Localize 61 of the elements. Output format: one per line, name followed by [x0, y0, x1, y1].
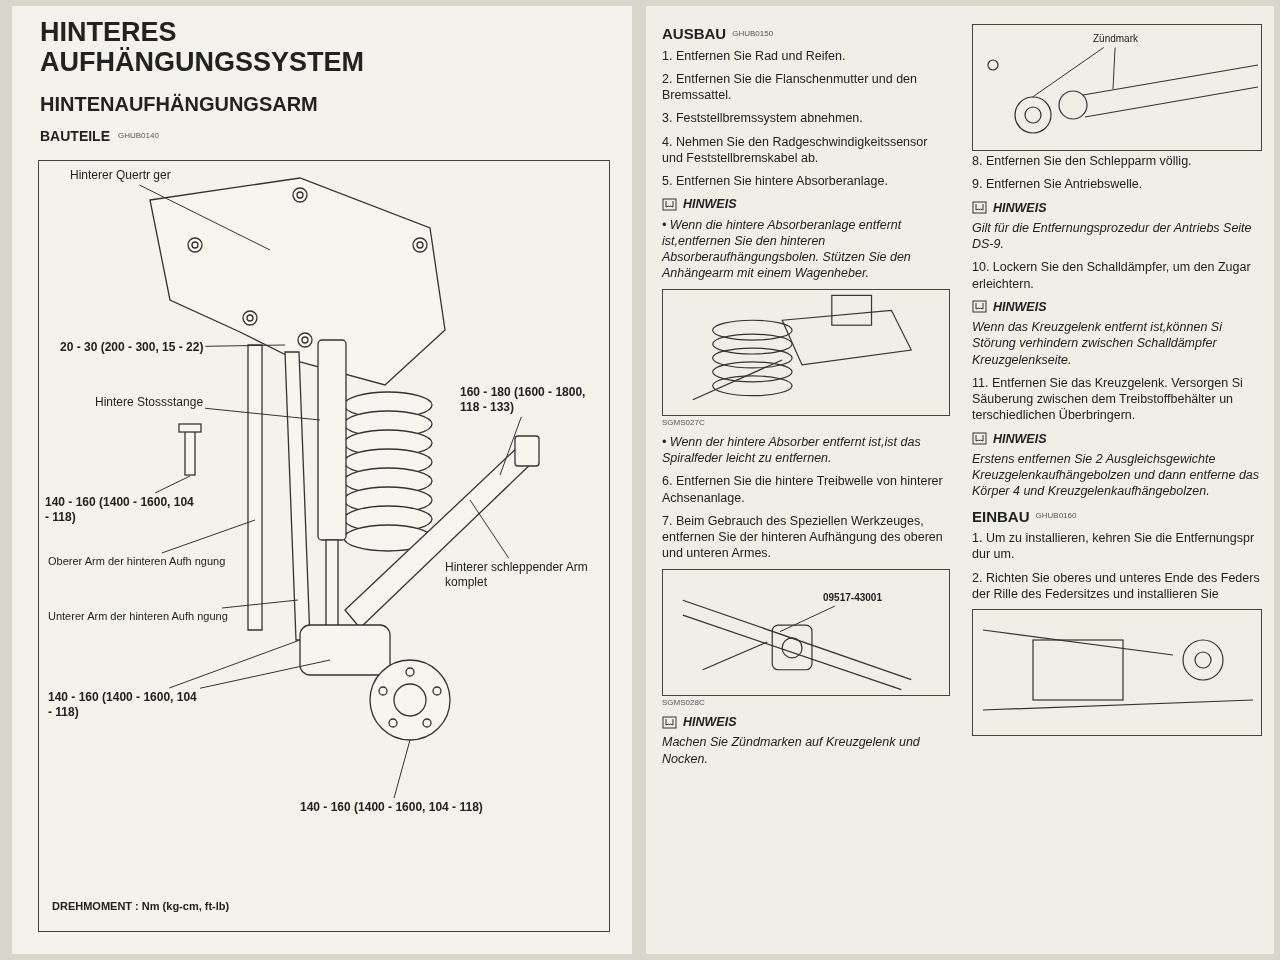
- part-label: Hinterer schleppender Arm komplet: [445, 560, 595, 590]
- instruction-step: 8. Entfernen Sie den Schlepparm völlig.: [972, 153, 1262, 170]
- part-label: Unterer Arm der hinteren Aufh ngung: [48, 610, 228, 624]
- torque-label: 140 - 160 (1400 - 1600, 104 - 118): [300, 800, 483, 815]
- instruction-step: 2. Entfernen Sie die Flanschenmutter und den Bremssattel.: [662, 70, 950, 104]
- note-heading: HINWEIS: [993, 430, 1047, 447]
- leader-line: [221, 599, 299, 609]
- torque-label: 160 - 180 (1600 - 1800, 118 - 133): [460, 385, 595, 415]
- note-heading: HINWEIS: [683, 196, 737, 213]
- leader-line: [204, 344, 286, 347]
- instruction-step: 1. Um zu installieren, kehren Sie die Entfernungspr dur um.: [972, 530, 1262, 563]
- leader-line: [1031, 47, 1105, 98]
- note-heading: HINWEIS: [993, 298, 1047, 315]
- part-label: Hintere Stossstange: [95, 395, 204, 410]
- note-heading: HINWEIS: [683, 714, 737, 731]
- note-text: Erstens entfernen Sie 2 Ausgleichsgewichte Kreuzgelenkaufhängebolzen und dann entferne das Körper 4 und Kreuzgelenkaufhängebolzen.: [972, 450, 1261, 500]
- instruction-step: 3. Feststellbremssystem abnehmen.: [662, 110, 950, 127]
- leader-line: [469, 499, 510, 559]
- page-title: HINTERES AUFHÄNGUNGSSYSTEM: [40, 18, 365, 78]
- section-code: GHUB0140: [118, 131, 159, 141]
- section-heading: HINTENAUFHÄNGUNGSARM: [40, 92, 318, 117]
- part-label: Zündmark: [1093, 33, 1138, 46]
- section-code: GHUB0160: [1035, 511, 1077, 522]
- instruction-step: 9. Entfernen Sie Antriebswelle.: [972, 176, 1262, 193]
- section-heading: EINBAU: [972, 506, 1030, 526]
- instruction-step: 11. Entfernen Sie das Kreuzgelenk. Versorgen Si Säuberung zwischen dem Treibstoffbehälter un terschiedlichen Überbringern.: [972, 374, 1262, 424]
- part-label: Hinterer Quertr ger: [70, 168, 171, 183]
- leader-line: [779, 605, 836, 633]
- leader-line: [154, 475, 191, 494]
- leader-line: [199, 659, 331, 689]
- instruction-step: 5. Entfernen Sie hintere Absorberanlage.: [662, 173, 950, 190]
- section-heading: AUSBAU: [662, 24, 727, 44]
- leader-line: [204, 407, 321, 421]
- section-code: GHUB0150: [732, 28, 774, 39]
- instruction-step: 6. Entfernen Sie die hintere Treibwelle von hinterer Achsenanlage.: [662, 473, 950, 506]
- part-label: Oberer Arm der hinteren Aufh ngung: [48, 555, 226, 569]
- instruction-step: 4. Nehmen Sie den Radgeschwindigkeitssensor und Feststellbremskabel ab.: [662, 133, 950, 166]
- note-text: Wenn das Kreuzgelenk entfernt ist,können Si Störung verhindern zwischen Schalldämpfer Kreuzgelenkseite.: [972, 319, 1224, 368]
- instruction-step: 2. Richten Sie oberes und unteres Ende des Feders der Rille des Federsitzes und installieren Sie: [972, 569, 1262, 602]
- leader-line: [168, 639, 301, 689]
- note-text: • Wenn der hintere Absorber entfernt ist,ist das Spiralfeder leicht zu entfernen.: [662, 433, 922, 467]
- instruction-step: 7. Beim Gebrauch des Speziellen Werkzeuges, entfernen Sie der hinteren Aufhängung des oberen und unteren Armes.: [662, 512, 950, 562]
- note-text: Gilt für die Entfernungsprozedur der Antriebs Seite DS-9.: [972, 219, 1253, 253]
- tool-number-label: 09517-43001: [823, 591, 882, 605]
- section-heading: BAUTEILE: [40, 128, 110, 146]
- instruction-step: 1. Entfernen Sie Rad und Reifen.: [662, 47, 950, 64]
- figure-code: SGMS028C: [662, 697, 706, 709]
- torque-label: 140 - 160 (1400 - 1600, 104 - 118): [45, 495, 195, 525]
- torque-label: 20 - 30 (200 - 300, 15 - 22): [60, 340, 204, 355]
- leader-line: [161, 519, 256, 554]
- note-heading: HINWEIS: [993, 199, 1047, 216]
- leader-line: [1112, 47, 1116, 90]
- leader-line: [499, 416, 522, 476]
- leader-line: [393, 739, 411, 799]
- instruction-step: 10. Lockern Sie den Schalldämpfer, um den Zugar erleichtern.: [972, 259, 1262, 292]
- leader-line: [138, 184, 271, 251]
- torque-unit-note: DREHMOMENT : Nm (kg-cm, ft-lb): [52, 900, 230, 914]
- note-text: Machen Sie Zündmarken auf Kreuzgelenk und Nocken.: [662, 734, 921, 767]
- note-text: • Wenn die hintere Absorberanlage entfernt ist,entfernen Sie den hinteren Absorberaufhängungsbolen. Stützen Sie den Anhängearm mit einem Wagenheber.: [662, 216, 912, 282]
- figure-code: SGMS027C: [662, 417, 706, 428]
- torque-label: 140 - 160 (1400 - 1600, 104 - 118): [48, 690, 198, 720]
